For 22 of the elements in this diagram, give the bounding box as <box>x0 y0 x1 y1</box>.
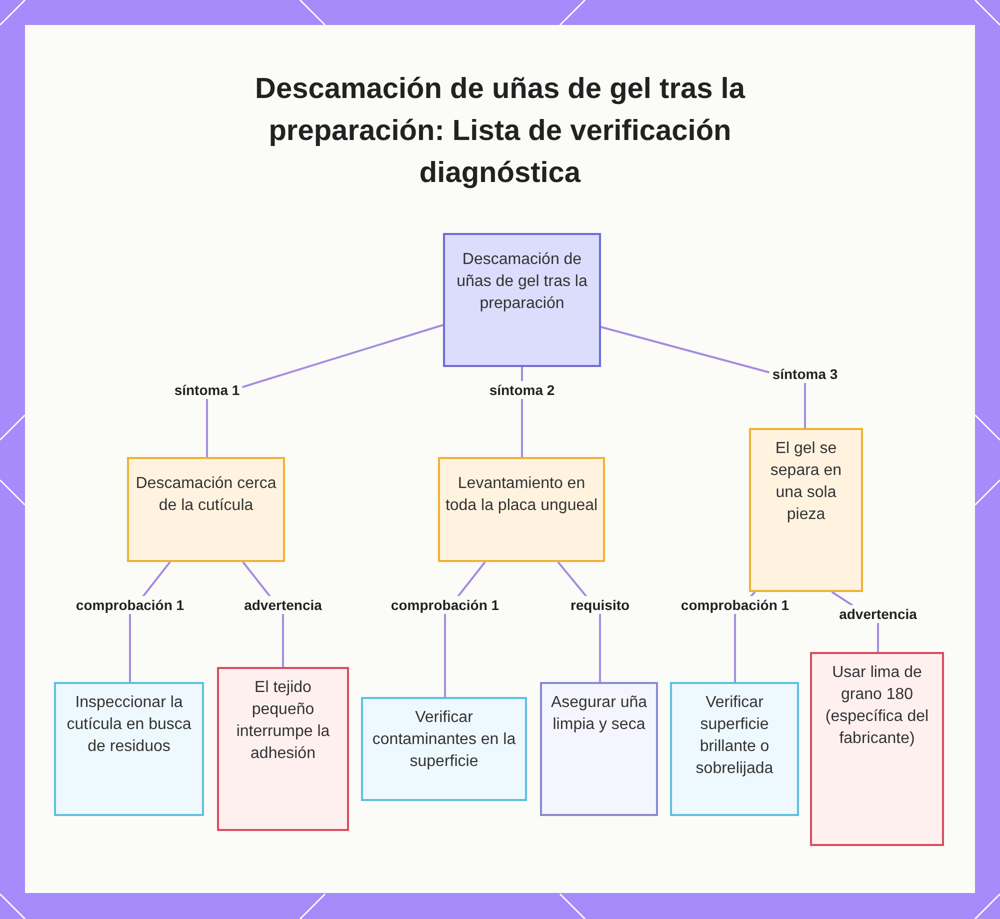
process-box <box>540 682 658 816</box>
process-box <box>361 697 527 801</box>
node-text: Asegurar uña limpia y seca <box>550 693 648 735</box>
process-box <box>443 233 601 367</box>
process-box <box>217 667 349 831</box>
node-text: Descamación cerca de la cutícula <box>134 474 278 516</box>
process-box <box>749 428 863 592</box>
node-text: Usar lima de grano 180 (específica del fabricante) <box>824 663 930 749</box>
node-text: Verificar contaminantes en la superficie <box>371 708 517 772</box>
connector-line <box>206 324 444 457</box>
node-text: El tejido pequeño interrumpe la adhesión <box>235 678 331 764</box>
process-box <box>670 682 799 816</box>
process-box <box>810 652 944 846</box>
process-box <box>438 457 605 562</box>
process-box <box>54 682 204 816</box>
diagram-title: Descamación de uñas de gel tras la preparación: Lista de verificación diagnóstica <box>254 72 746 191</box>
node-text: El gel se separa en una sola pieza <box>769 439 843 525</box>
process-box <box>127 457 285 562</box>
node-text: Inspeccionar la cutícula en busca de residuos <box>66 693 192 757</box>
node-text: Verificar superficie brillante o sobrelijada <box>694 693 774 779</box>
node-text: Descamación de uñas de gel tras la preparación <box>456 250 588 314</box>
node-text: Levantamiento en toda la placa ungueal <box>444 474 599 516</box>
